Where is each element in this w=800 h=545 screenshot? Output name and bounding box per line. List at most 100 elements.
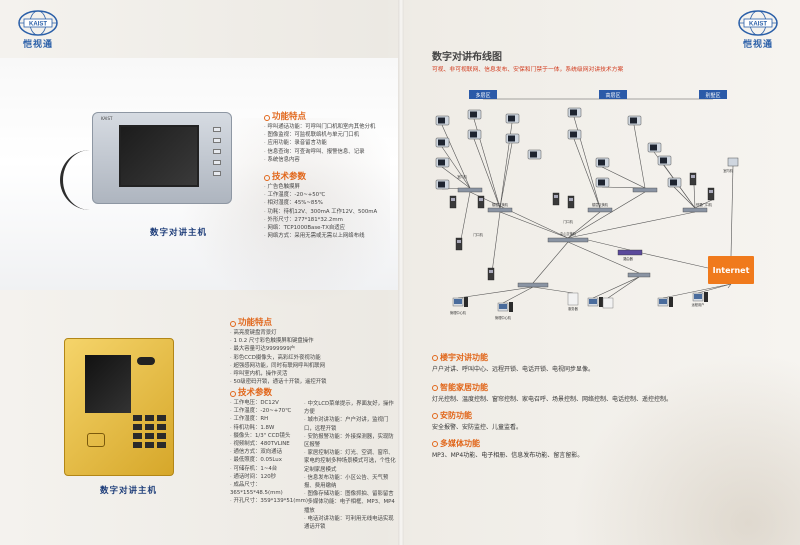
indoor-unit-icon xyxy=(567,107,582,118)
indoor-unit-icon xyxy=(667,177,682,188)
feature-section-body: 户户对讲、呼叫中心、远程开锁、电话开锁、电视同步显像。 xyxy=(432,366,595,373)
spec-item: 开孔尺寸：359*139*51(mm) xyxy=(230,497,310,505)
spec-item: 摄像头：1/3" CCD镜头 xyxy=(230,432,310,440)
villa-door-label: 别墅门口机 xyxy=(696,202,713,207)
spec-item: 图像监视：可监视联络机与单元门口机 xyxy=(264,131,396,139)
spec-item: 彩色CCD摄像头，高彩红外夜视功能 xyxy=(230,354,390,362)
door-specs-right: 中文LCD菜单提示，界面友好，操作方便城市对讲功能：户户对讲，监视门口，远程开锁… xyxy=(304,400,396,531)
zone-label-bg xyxy=(599,90,627,99)
spec-item: 视频制式：480TVLINE xyxy=(230,440,310,448)
spec-item: 通话时间：120秒 xyxy=(230,473,310,481)
monitor-brand-mark: KAIST xyxy=(101,116,113,121)
switch-icon xyxy=(487,207,513,213)
admin-label: 管理中心机 xyxy=(495,315,512,320)
spec-item: 工作湿度：RH xyxy=(230,415,310,423)
feature-section-title: 多媒体功能 xyxy=(432,438,583,449)
switch-icon xyxy=(587,207,613,213)
door-features: 功能特点 高亮度键盘背景灯1 0.2 尺寸彩色触摸屏和键盘操作最大容量可达999… xyxy=(230,318,390,386)
spec-item: 呼叫室内机，操作灵活 xyxy=(230,370,390,378)
monitor-caption: 数字对讲主机 xyxy=(150,228,208,238)
monitor-features: 功能特点 呼叫通话功能：可呼叫门口机和室内其他分机图像监视：可监视联络机与单元门… xyxy=(264,112,396,164)
zone-label-bg xyxy=(699,90,727,99)
indoor-unit-icon xyxy=(435,137,450,148)
monitor-features-list: 呼叫通话功能：可呼叫门口机和室内其他分机图像监视：可监视联络机与单元门口机应用功… xyxy=(264,123,396,164)
spec-item: 电话对讲功能：可利用无线电话实现通话开锁 xyxy=(304,515,396,531)
door-specs-left-list: 工作电压：DC12V工作温度：-20~+70℃工作湿度：RH待机功耗：1.8W摄… xyxy=(230,399,310,506)
indoor-unit-icon xyxy=(657,155,672,166)
diagram-subtitle: 可视、非可视联网、信息发布、安保和门禁于一体，系统级网对讲技术方案 xyxy=(432,67,624,73)
indoor-unit-icon xyxy=(435,157,450,168)
zone-label: 高层区 xyxy=(605,92,620,99)
door-unit-icon xyxy=(567,195,575,209)
spec-item: 工作温度：-20~+70℃ xyxy=(230,407,310,415)
spec-item: 最大容量可达9999999户 xyxy=(230,345,390,353)
spec-item: 安防报警功能：外接探测器，实现防区报警 xyxy=(304,433,396,449)
bullet-ring-icon xyxy=(432,440,438,447)
door-unit-icon xyxy=(487,267,495,281)
router-label: 路由器 xyxy=(623,256,633,261)
spec-item: 信息发布功能：小区公告、天气预报、费用缴纳 xyxy=(304,474,396,490)
remote-user-label: 远程用户 xyxy=(692,302,705,307)
server-label: 服务器 xyxy=(568,306,578,311)
door-unit-icon xyxy=(707,187,715,201)
spec-item: 工作电压：DC12V xyxy=(230,399,310,407)
feature-section-title: 安防功能 xyxy=(432,410,522,421)
switch-icon xyxy=(627,272,651,278)
switch-label: 楼层交换机 xyxy=(492,202,509,207)
handset-cord xyxy=(60,150,100,210)
monitor-specs-title: 技术参数 xyxy=(264,172,396,183)
switch-icon xyxy=(517,282,549,288)
zone-label: 别墅区 xyxy=(705,92,720,99)
indoor-unit-icon xyxy=(467,109,482,120)
wiring-diagram: Internet门口机门口机楼层交换机楼层交换机别墅门口机中心交换机管理中心机管… xyxy=(435,90,754,320)
bullet-ring-icon xyxy=(432,384,438,391)
door-caption: 数字对讲主机 xyxy=(100,486,158,496)
spec-item: 信息查询：可查询呼叫、报警信息、记录 xyxy=(264,148,396,156)
indoor-unit-icon xyxy=(505,113,520,124)
switch-icon xyxy=(547,237,589,243)
door-specs-right-list: 中文LCD菜单提示，界面友好，操作方便城市对讲功能：户户对讲，监视门口，远程开锁… xyxy=(304,400,396,531)
door-specs: 技术参数 工作电压：DC12V工作温度：-20~+70℃工作湿度：RH待机功耗：… xyxy=(230,388,310,506)
server-icon xyxy=(567,292,579,306)
spec-item: 城市对讲功能：户户对讲，监视门口，远程开锁 xyxy=(304,416,396,432)
door-specs-title: 技术参数 xyxy=(230,388,310,399)
switch-icon xyxy=(632,187,658,193)
spec-item: 1 0.2 尺寸彩色触摸屏和键盘操作 xyxy=(230,337,390,345)
internet-box xyxy=(708,256,754,284)
feature-section: 智能家居功能灯光控制、温度控制、窗帘控制、家电召呼、场景控制、网络控制、电话控制… xyxy=(432,382,672,404)
feature-section: 楼宇对讲功能户户对讲、呼叫中心、远程开锁、电话开锁、电视同步显像。 xyxy=(432,352,594,374)
indoor-unit-icon xyxy=(435,179,450,190)
feature-section: 安防功能安全报警、安防监控、儿童监看。 xyxy=(432,410,522,432)
door-unit-icon xyxy=(477,195,485,209)
door-unit-label: 门口机 xyxy=(563,219,573,224)
indoor-unit-icon xyxy=(595,157,610,168)
monitor-screen xyxy=(119,125,199,187)
keypad xyxy=(133,415,166,448)
monitor-buttons xyxy=(213,127,221,176)
switch-icon xyxy=(682,207,708,213)
brand-logo-right: KAIST 恺视通 xyxy=(736,10,780,50)
indoor-unit-icon xyxy=(505,133,520,144)
indoor-unit-icon xyxy=(647,142,662,153)
monitor-specs: 技术参数 广告色触摸屏工作温度：-20~+50℃相对湿度：45%~85%功耗：待… xyxy=(264,172,396,240)
door-unit-icon xyxy=(689,172,697,186)
camera-icon xyxy=(137,357,155,365)
spec-item: 通信方式：双向通话 xyxy=(230,448,310,456)
spec-item: 家居控制功能：灯光、空调、窗帘、家电的控制多种场景模式可选，个性化定制家居模式 xyxy=(304,449,396,474)
spec-item: 最低照度：0.05Lux xyxy=(230,456,310,464)
spec-item: 50级密码开锁，通话十开锁，遥控开锁 xyxy=(230,378,390,386)
admin-label: 管理中心机 xyxy=(450,310,467,315)
internet-label: Internet xyxy=(713,266,750,275)
door-screen xyxy=(85,355,131,413)
spec-item: 中文LCD菜单提示，界面友好，操作方便 xyxy=(304,400,396,416)
indoor-monitor-image: KAIST xyxy=(92,112,232,204)
globe-logo-icon: KAIST xyxy=(738,10,778,36)
spec-item: 应用功能：录音留言功能 xyxy=(264,139,396,147)
spec-item: 网络：TCP1000Base-TX自适应 xyxy=(264,224,396,232)
indoor-unit-icon xyxy=(627,115,642,126)
feature-section-body: 灯光控制、温度控制、窗帘控制、家电召呼、场景控制、网络控制、电话控制、遥控控制。 xyxy=(432,396,673,403)
spec-item: 成品尺寸：365*155*48.5(mm) xyxy=(230,481,310,497)
switch-icon xyxy=(457,187,483,193)
